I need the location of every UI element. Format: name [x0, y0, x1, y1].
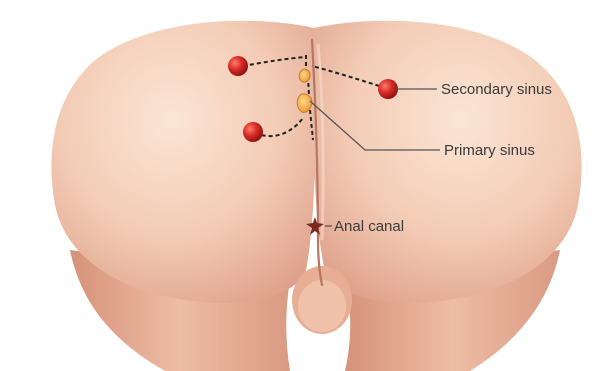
secondary-sinus-dot [243, 122, 263, 142]
left-buttock [51, 21, 315, 303]
anal-canal-label: Anal canal [334, 218, 404, 235]
secondary-sinus-dot [378, 79, 398, 99]
primary-sinus-label: Primary sinus [444, 142, 535, 159]
secondary-sinus-label: Secondary sinus [441, 81, 552, 98]
right-buttock [313, 21, 582, 303]
secondary-sinus-dot [228, 56, 248, 76]
